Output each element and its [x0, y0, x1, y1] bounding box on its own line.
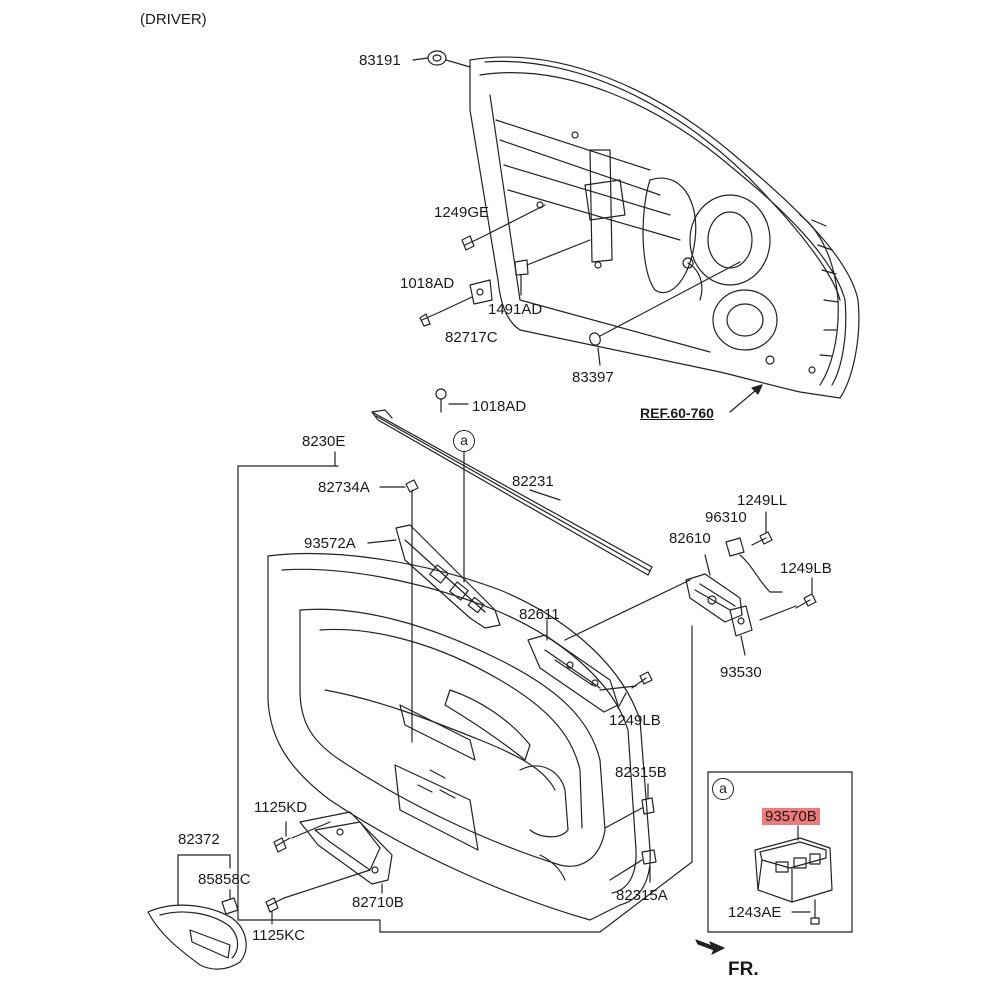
part-label-82610[interactable]: 82610 — [669, 530, 711, 547]
clip-85858C — [221, 897, 239, 915]
screw-1243AE — [810, 899, 820, 925]
door-inner-panel — [469, 56, 860, 399]
part-label-82315A[interactable]: 82315A — [616, 887, 668, 904]
part-label-8230E[interactable]: 8230E — [302, 433, 346, 450]
part-label-1249LB-mid[interactable]: 1249LB — [609, 712, 661, 729]
bracket-82372-leader — [177, 854, 231, 906]
part-label-93572A[interactable]: 93572A — [304, 535, 356, 552]
bolt-1018AD-top — [419, 311, 441, 327]
screw-1249LL — [751, 531, 773, 546]
latch-93530 — [729, 605, 753, 637]
weatherstrip-82231 — [371, 409, 653, 576]
bolt-1249GE — [461, 235, 481, 251]
part-label-1125KD[interactable]: 1125KD — [254, 799, 308, 816]
part-label-82734A[interactable]: 82734A — [318, 479, 370, 496]
plug-83397 — [589, 332, 601, 346]
grommet-83191 — [427, 50, 447, 66]
assembly-frame — [237, 465, 693, 933]
part-label-82611[interactable]: 82611 — [519, 606, 560, 623]
part-label-93570B[interactable]: 93570B — [762, 808, 820, 825]
clip-1491AD — [514, 259, 529, 276]
clip-82315A — [641, 849, 657, 865]
part-label-82717C[interactable]: 82717C — [445, 329, 498, 346]
part-label-82372[interactable]: 82372 — [178, 831, 220, 848]
part-label-1249GE[interactable]: 1249GE — [434, 204, 490, 221]
part-label-1243AE[interactable]: 1243AE — [728, 904, 782, 921]
part-label-83191[interactable]: 83191 — [359, 52, 401, 69]
part-label-1491AD[interactable]: 1491AD — [488, 301, 543, 318]
part-label-85858C[interactable]: 85858C — [198, 871, 251, 888]
handle-mech-82610 — [685, 573, 743, 623]
bolt-1125KD — [273, 837, 291, 853]
clip-96310 — [725, 537, 745, 557]
clip-82734A — [405, 479, 419, 493]
clip-82315B — [641, 797, 655, 815]
bolt-1018AD-mid — [435, 388, 447, 413]
window-switch-93570B — [754, 837, 833, 903]
part-label-1018AD-mid[interactable]: 1018AD — [472, 398, 527, 415]
part-label-82231[interactable]: 82231 — [512, 473, 554, 490]
part-label-82710B[interactable]: 82710B — [352, 894, 404, 911]
inside-handle-82611 — [527, 634, 619, 713]
part-label-82315B[interactable]: 82315B — [615, 764, 667, 781]
detail-callout-a: a — [712, 778, 734, 800]
screw-1249LB-right — [795, 593, 817, 609]
part-label-1018AD-top[interactable]: 1018AD — [400, 275, 455, 292]
front-arrow — [695, 939, 725, 955]
part-label-1249LL[interactable]: 1249LL — [737, 492, 788, 509]
bracket-82717C — [469, 279, 493, 305]
pull-handle-82710B — [299, 811, 393, 885]
part-label-83397[interactable]: 83397 — [572, 369, 614, 386]
detail-box-a — [707, 771, 853, 933]
callout-a: a — [453, 430, 475, 452]
bolt-1125KC — [265, 897, 285, 913]
part-label-1249LB-right[interactable]: 1249LB — [780, 560, 832, 577]
ref-label[interactable]: REF.60-760 — [640, 405, 714, 421]
front-label: FR. — [728, 959, 759, 980]
part-label-93530[interactable]: 93530 — [720, 664, 762, 681]
part-label-96310[interactable]: 96310 — [705, 509, 747, 526]
garnish-82372 — [147, 904, 247, 970]
view-title: (DRIVER) — [140, 11, 207, 28]
part-label-1125KC[interactable]: 1125KC — [252, 927, 306, 944]
